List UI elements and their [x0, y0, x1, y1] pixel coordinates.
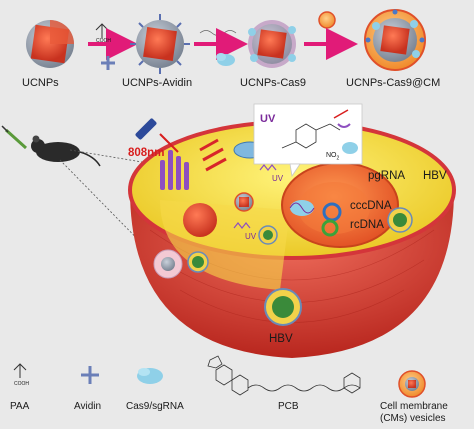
mouse-icon — [31, 135, 101, 167]
hbv-virion-bottom — [264, 288, 302, 326]
label-ucnps-avidin: UCNPs-Avidin — [122, 77, 193, 89]
label-no2: NO2 — [326, 152, 340, 162]
legend-cas9-icon — [137, 368, 163, 384]
label-ucnps: UCNPs — [22, 77, 59, 89]
legend-paa-cooh: COOH — [14, 381, 29, 387]
golgi-red-stripes — [199, 138, 227, 172]
rcdna-loop — [321, 219, 339, 237]
label-pgrna: pgRNA — [368, 170, 406, 182]
ucnps-cas9-cm-particle — [364, 9, 426, 71]
pcb-cleavage-callout — [253, 103, 363, 178]
label-cooh-top: COOH — [96, 38, 111, 44]
ucnps-particle — [26, 20, 74, 68]
label-hbv-right: HBV — [423, 170, 447, 182]
cm-vesicle-top — [318, 11, 336, 29]
legend-avidin-icon — [81, 366, 99, 384]
avidin-plus-top — [101, 56, 115, 70]
paa-molecule-top — [95, 23, 109, 38]
particle-in-cell — [234, 192, 254, 212]
label-uv-small-2: UV — [245, 232, 257, 241]
label-808nm: 808nm — [128, 147, 165, 159]
legend-pcb-icon — [207, 355, 361, 396]
label-rcdna: rcDNA — [350, 219, 384, 231]
ucnps-cas9-particle — [248, 20, 296, 68]
legend-paa-label: PAA — [10, 401, 30, 412]
laser-808nm — [135, 118, 179, 153]
label-cccdna: cccDNA — [350, 200, 392, 212]
legend-pcb-label: PCB — [278, 401, 299, 412]
legend-cm-label-2: (CMs) vesicles — [380, 413, 446, 424]
cas9-in-nucleus — [289, 200, 315, 216]
purple-membrane-structure — [160, 150, 189, 190]
legend-avidin-label: Avidin — [74, 401, 102, 412]
syringe-icon — [1, 125, 28, 150]
endosome — [153, 249, 183, 279]
uv-zigzag — [233, 164, 277, 229]
label-ucnps-cas9-cm: UCNPs-Cas9@CM — [346, 77, 441, 89]
hbv-virion-middle — [187, 225, 278, 273]
cas9-blob-top — [216, 53, 235, 66]
hbv-virion-right — [387, 207, 413, 233]
legend-cm-label-1: Cell membrane — [380, 401, 448, 412]
pcb-molecule-top — [199, 30, 237, 36]
label-uv-small-1: UV — [272, 174, 284, 183]
red-vesicle — [183, 203, 217, 237]
legend-cas9-label: Cas9/sgRNA — [126, 401, 184, 412]
label-hbv-bottom: HBV — [269, 333, 293, 345]
label-uv-callout: UV — [260, 113, 276, 125]
label-ucnps-cas9: UCNPs-Cas9 — [240, 77, 307, 89]
ucnps-avidin-particle — [130, 14, 190, 74]
legend-paa-icon — [13, 363, 27, 378]
legend-cm-vesicle-icon — [398, 370, 426, 398]
